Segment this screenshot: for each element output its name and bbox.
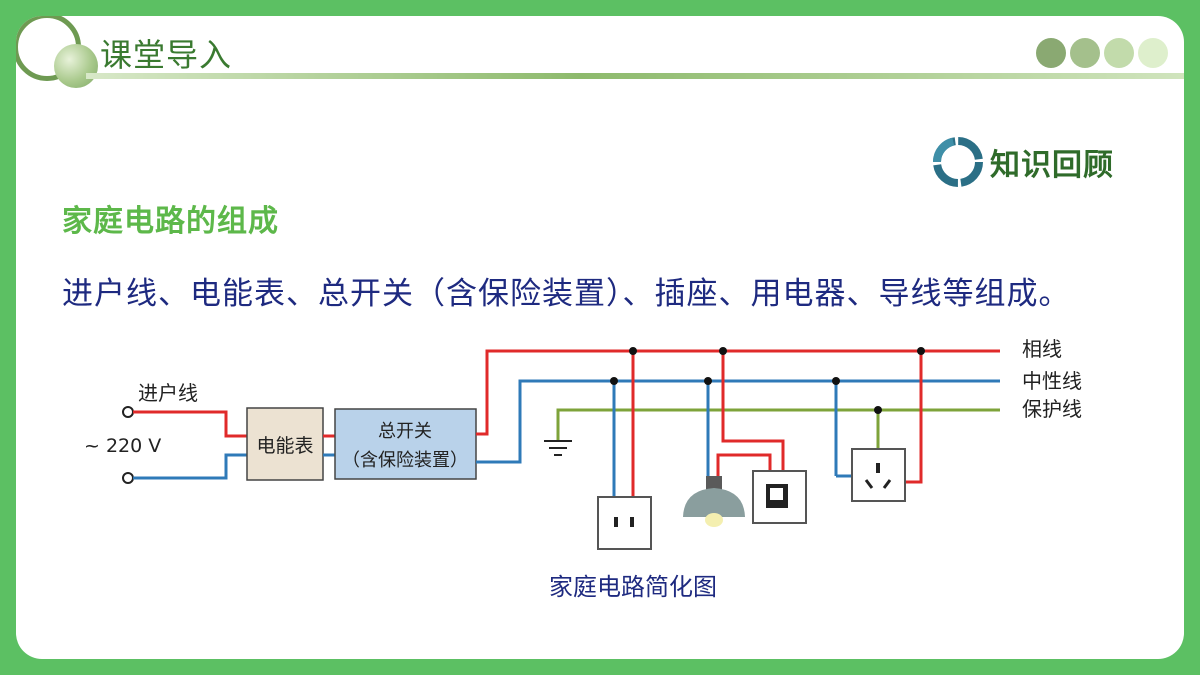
junction-node bbox=[610, 377, 618, 385]
input-live-wire bbox=[133, 410, 247, 438]
socket2-live-wire bbox=[905, 351, 923, 484]
terminal-top-icon bbox=[122, 406, 134, 418]
terminal-bottom-icon bbox=[122, 472, 134, 484]
three-pin-socket-icon bbox=[851, 448, 906, 502]
main-switch-box bbox=[334, 408, 477, 480]
voltage-label: ~ 220 V bbox=[84, 435, 161, 457]
dot-1-icon bbox=[1036, 38, 1066, 68]
meter-label: 电能表 bbox=[256, 435, 313, 457]
lamp-switch-wire bbox=[716, 453, 772, 476]
earth-line-label: 保护线 bbox=[1022, 397, 1082, 421]
cycle-arrows-icon bbox=[933, 137, 983, 187]
body-text: 进户线、电能表、总开关（含保险装置）、插座、用电器、导线等组成。 bbox=[62, 276, 1071, 312]
junction-node bbox=[704, 377, 712, 385]
light-switch-icon bbox=[752, 470, 807, 524]
earth-bus-line bbox=[556, 408, 1000, 440]
neutral-line-label: 中性线 bbox=[1022, 369, 1082, 393]
knowledge-review-badge: 知识回顾 bbox=[930, 134, 1114, 190]
meter-box bbox=[246, 407, 324, 481]
title-underline bbox=[86, 73, 1184, 79]
neutral-bus-line bbox=[476, 379, 1000, 464]
live-line-label: 相线 bbox=[1022, 337, 1062, 361]
dot-4-icon bbox=[1138, 38, 1168, 68]
logo-ball-icon bbox=[54, 44, 98, 88]
decorative-dots bbox=[1036, 38, 1168, 68]
input-neutral-wire bbox=[133, 453, 247, 480]
diagram-caption: 家庭电路简化图 bbox=[549, 573, 717, 601]
main-switch-sublabel: （含保险装置） bbox=[342, 450, 468, 471]
junction-node bbox=[874, 406, 882, 414]
subtitle: 家庭电路的组成 bbox=[62, 204, 279, 239]
review-label: 知识回顾 bbox=[990, 148, 1114, 183]
junction-node bbox=[629, 347, 637, 355]
lamp-icon bbox=[683, 476, 745, 527]
junction-node bbox=[719, 347, 727, 355]
junction-node bbox=[917, 347, 925, 355]
live-bus-line bbox=[476, 349, 1000, 436]
ground-icon bbox=[544, 440, 572, 456]
section-title: 课堂导入 bbox=[100, 36, 233, 74]
incoming-line-label: 进户线 bbox=[138, 381, 198, 405]
dot-3-icon bbox=[1104, 38, 1134, 68]
main-switch-label: 总开关 bbox=[378, 421, 432, 442]
dot-2-icon bbox=[1070, 38, 1100, 68]
slide-card: 课堂导入 知识回顾 家庭电路的组成 进户线、电能表、总开关（含保险装置）、插座、… bbox=[16, 16, 1184, 659]
junction-node bbox=[832, 377, 840, 385]
switch-live-wire bbox=[721, 351, 785, 471]
two-pin-socket-icon bbox=[597, 496, 652, 550]
